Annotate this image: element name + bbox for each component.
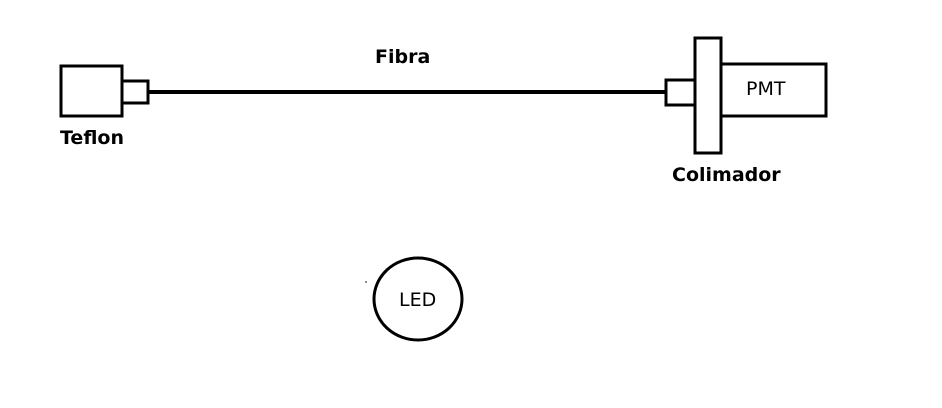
teflon-label: Teflon: [60, 127, 124, 149]
teflon-connector: [120, 79, 150, 105]
teflon-block: [59, 64, 124, 118]
led-label: LED: [399, 289, 436, 311]
pmt-box: [719, 62, 828, 118]
fiber-label: Fibra: [375, 46, 430, 68]
collimator-connector: [664, 78, 697, 107]
pmt-label: PMT: [746, 78, 786, 100]
collimator-label: Colimador: [672, 164, 781, 186]
collimator-plate: [693, 36, 723, 155]
led-dot: [365, 281, 367, 283]
led-circle: [372, 256, 464, 342]
